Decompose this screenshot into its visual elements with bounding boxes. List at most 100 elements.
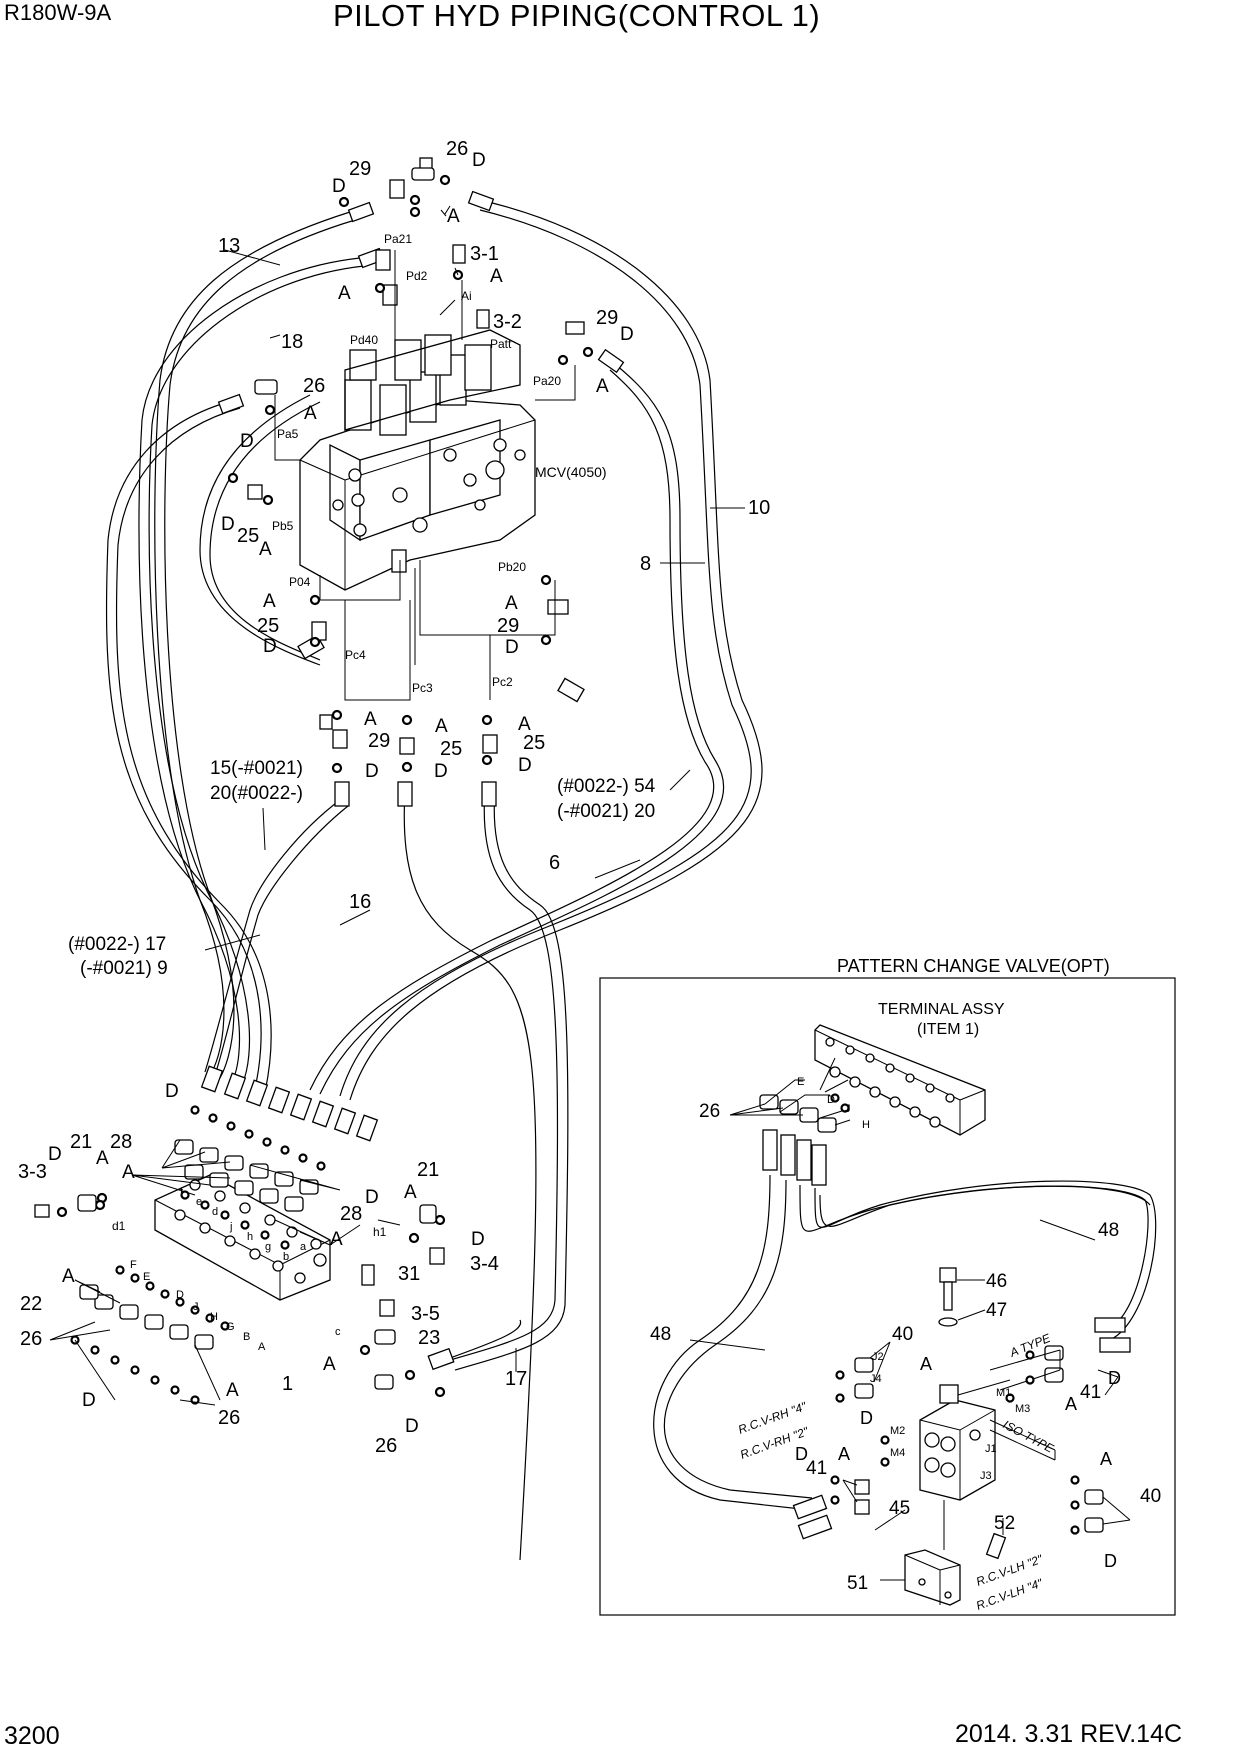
inset-callout-41-right: 41 xyxy=(1080,1382,1101,1403)
inset-callout-48b: 48 xyxy=(650,1324,671,1345)
callout-3-1: 3-1 xyxy=(470,243,499,265)
letter-d: D xyxy=(405,1416,419,1437)
port-j1: J1 xyxy=(985,1443,997,1455)
letter-a: A xyxy=(505,593,518,614)
letter-a: A xyxy=(122,1162,135,1183)
letter-d: D xyxy=(365,1187,379,1208)
letter-a: A xyxy=(330,1229,343,1250)
port-j4: J4 xyxy=(870,1373,882,1385)
manifold-port-A: A xyxy=(258,1341,266,1353)
letter-d: D xyxy=(240,431,254,452)
leader-lines xyxy=(204,205,745,1372)
inset-callout-46: 46 xyxy=(986,1271,1007,1292)
mcv-fittings xyxy=(247,157,585,755)
manifold-port-j: j xyxy=(229,1221,232,1233)
port-tags: Pa21 Pd2 Ai Patt Pd40 Pa20 Pa5 Pb5 P04 P… xyxy=(112,232,561,1239)
port-pc2: Pc2 xyxy=(492,675,513,689)
letter-a: A xyxy=(364,709,377,730)
manifold-port-c: c xyxy=(335,1326,341,1338)
letter-a: A xyxy=(920,1354,932,1374)
port-j3: J3 xyxy=(980,1470,992,1482)
callout-26-manifold: 26 xyxy=(20,1328,42,1350)
port-pa20: Pa20 xyxy=(533,374,561,388)
callout-3-4: 3-4 xyxy=(470,1253,499,1275)
letter-d: D xyxy=(434,761,448,782)
callout-10: 10 xyxy=(748,497,770,519)
callout-8: 8 xyxy=(640,553,651,575)
manifold-rings xyxy=(70,1105,326,1405)
letter-d: D xyxy=(1104,1551,1117,1571)
main-callouts: 13 18 10 8 6 16 17 29 26 3-1 3-2 29 26 2… xyxy=(18,138,770,1457)
port-m4: M4 xyxy=(890,1447,905,1459)
reference-letters-main: D D A A A D A A D D A A D A D A D A D A … xyxy=(48,150,634,1437)
letter-d: D xyxy=(860,1408,873,1428)
port-h: H xyxy=(862,1119,870,1131)
manifold-port-g: g xyxy=(265,1241,271,1253)
manifold-leaders xyxy=(49,1139,401,1406)
callout-3-3: 3-3 xyxy=(18,1161,47,1183)
mcv-port-lines xyxy=(274,250,576,701)
manifold-port-H: H xyxy=(210,1311,218,1323)
letter-d: D xyxy=(472,150,486,171)
manifold-port-F: F xyxy=(130,1259,137,1271)
manifold-port-f: f xyxy=(180,1186,184,1198)
callout-29-top: 29 xyxy=(349,158,371,180)
callout-26-lower: 26 xyxy=(375,1435,397,1457)
letter-d: D xyxy=(518,755,532,776)
port-m3: M3 xyxy=(1015,1403,1030,1415)
callout-9: (-#0021) 9 xyxy=(80,958,168,979)
port-pb5: Pb5 xyxy=(272,519,294,533)
letter-a: A xyxy=(1100,1449,1112,1469)
port-patt: Patt xyxy=(490,337,512,351)
o-rings xyxy=(56,174,594,1398)
callout-29-pb20: 29 xyxy=(497,615,519,637)
manifold-port-h: h xyxy=(247,1231,253,1243)
manifold-port-G: G xyxy=(226,1321,235,1333)
hose-bundle xyxy=(105,199,763,1561)
inset-callout-40-left: 40 xyxy=(892,1324,913,1345)
letter-d: D xyxy=(221,514,235,535)
manifold-port-B: B xyxy=(243,1331,250,1343)
callout-13: 13 xyxy=(218,235,240,257)
callout-22: 22 xyxy=(20,1293,42,1315)
letter-a: A xyxy=(435,716,448,737)
letter-a: A xyxy=(304,403,317,424)
inset-callout-51: 51 xyxy=(847,1573,868,1594)
manifold-port-letters: f e d j h g b a F E D J H G B A c xyxy=(130,1186,341,1353)
port-ai: Ai xyxy=(461,289,472,303)
distribution-manifold xyxy=(154,1174,331,1301)
callout-3-2: 3-2 xyxy=(493,311,522,333)
inset-callout-26: 26 xyxy=(699,1101,720,1122)
letter-a: A xyxy=(447,206,460,227)
main-control-valve xyxy=(299,329,536,591)
port-d: D xyxy=(827,1094,835,1106)
port-j2: J2 xyxy=(872,1351,884,1363)
revision-label: 2014. 3.31 REV.14C xyxy=(955,1720,1183,1748)
letter-a: A xyxy=(323,1354,336,1375)
callout-26-bottom: 26 xyxy=(218,1407,240,1429)
letter-d: D xyxy=(620,324,634,345)
manifold-fittings xyxy=(34,1139,445,1390)
callout-29-pc4: 29 xyxy=(368,730,390,752)
callout-25-left: 25 xyxy=(237,525,259,547)
letter-d: D xyxy=(471,1229,485,1250)
letter-a: A xyxy=(404,1182,417,1203)
inset-callout-48a: 48 xyxy=(1098,1220,1119,1241)
callout-25-pc2: 25 xyxy=(523,732,545,754)
port-d1: d1 xyxy=(112,1219,126,1233)
callout-3-5: 3-5 xyxy=(411,1303,440,1325)
port-pd2: Pd2 xyxy=(406,269,428,283)
letter-a: A xyxy=(838,1444,850,1464)
inset-callout-40-right: 40 xyxy=(1140,1486,1161,1507)
port-pc4: Pc4 xyxy=(345,648,366,662)
inset-text: PATTERN CHANGE VALVE(OPT) TERMINAL ASSY … xyxy=(650,956,1161,1613)
page-number: 3200 xyxy=(4,1722,60,1750)
callout-18: 18 xyxy=(281,331,303,353)
callout-23: 23 xyxy=(418,1327,440,1349)
inset-callout-52: 52 xyxy=(994,1513,1015,1534)
letter-d: D xyxy=(795,1444,808,1464)
letter-d: D xyxy=(365,761,379,782)
letter-d: D xyxy=(48,1144,62,1165)
port-pa21: Pa21 xyxy=(384,232,412,246)
letter-a: A xyxy=(596,376,609,397)
